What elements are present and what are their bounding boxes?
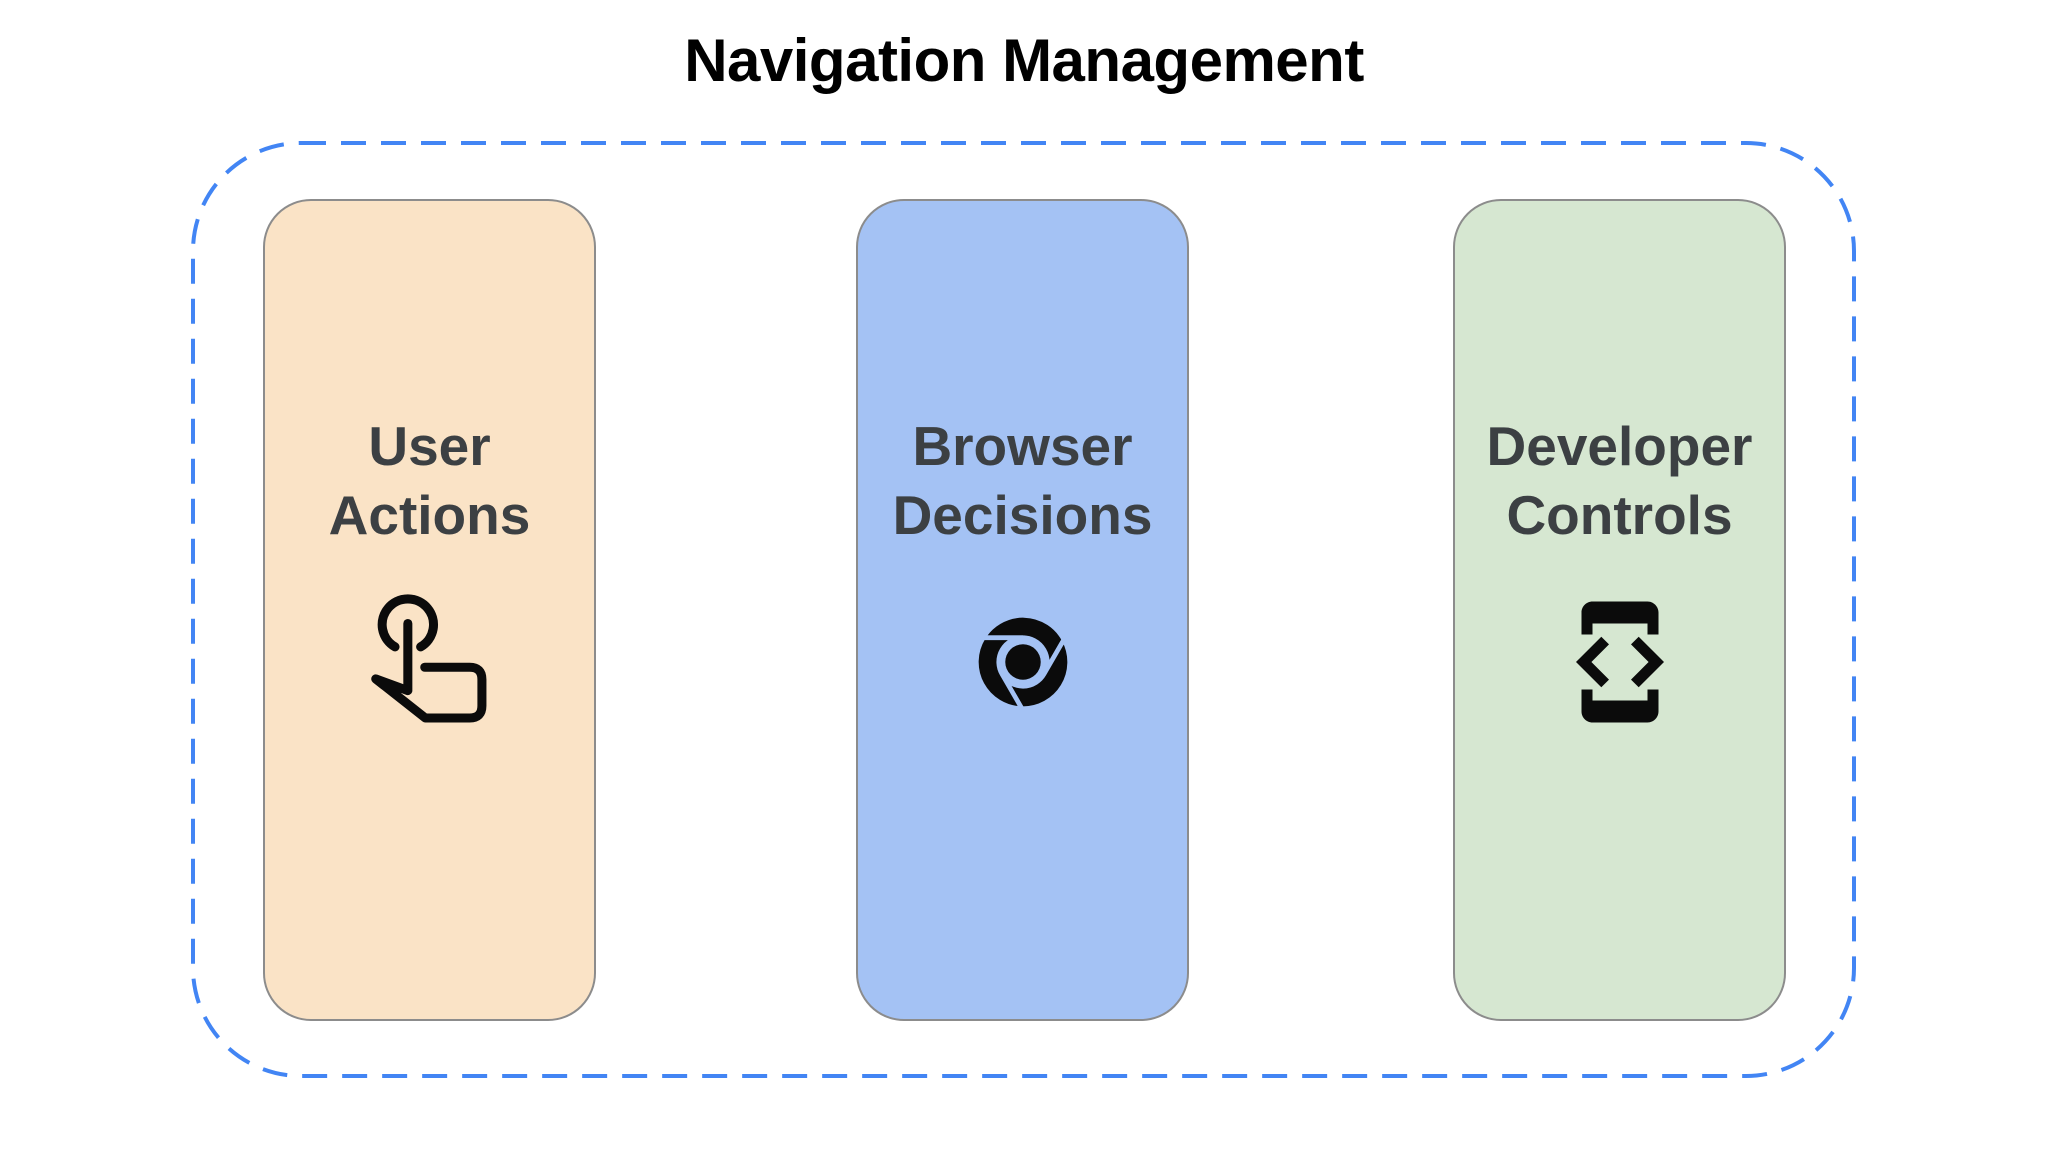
card-label: Developer Controls — [1487, 412, 1753, 550]
card-user-actions: User Actions — [263, 199, 596, 1021]
card-label-line: Actions — [328, 484, 531, 546]
page-title: Navigation Management — [684, 27, 1364, 94]
card-label: User Actions — [329, 412, 531, 550]
card-label-line: Browser — [912, 415, 1133, 477]
tap-gesture-icon — [265, 592, 594, 732]
card-label-line: Developer — [1486, 415, 1753, 477]
dashed-border-rect — [191, 141, 1856, 1078]
developer-mode-icon — [1455, 592, 1784, 732]
chrome-browser-icon — [858, 592, 1187, 732]
dashed-group-border — [191, 141, 1856, 1078]
card-label-line: Decisions — [892, 484, 1153, 546]
card-browser-decisions: Browser Decisions — [856, 199, 1189, 1021]
card-label: Browser Decisions — [893, 412, 1153, 550]
card-label-line: Controls — [1506, 484, 1733, 546]
card-developer-controls: Developer Controls — [1453, 199, 1786, 1021]
card-label-line: User — [368, 415, 491, 477]
